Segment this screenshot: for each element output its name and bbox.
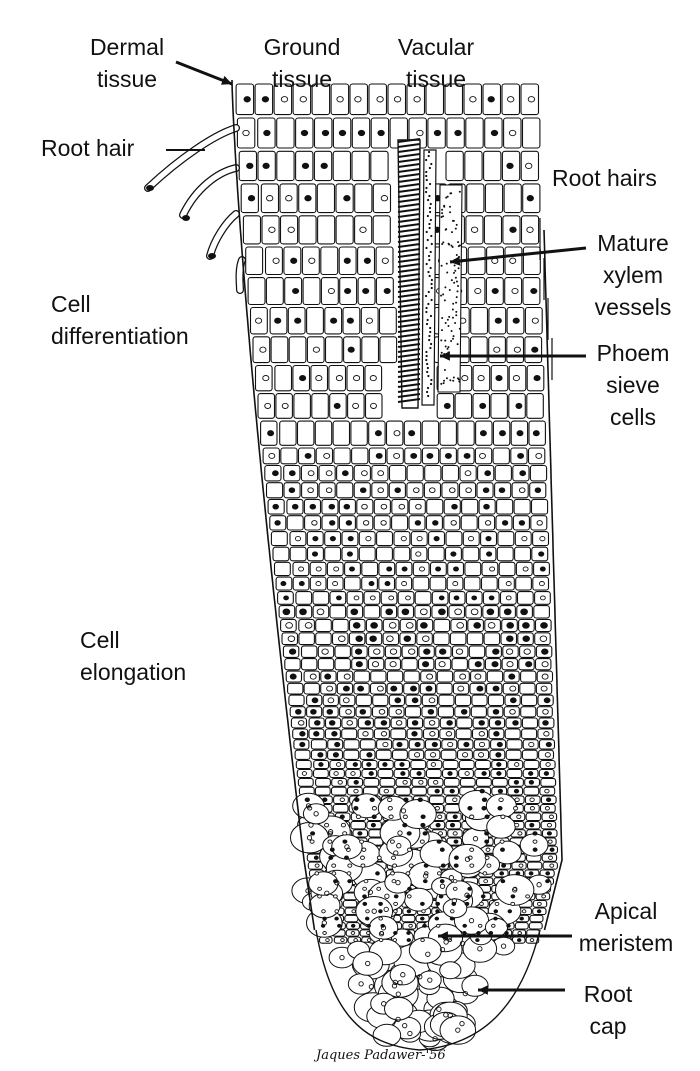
cell-nuclei [242,96,555,1042]
label-pointers [166,60,587,995]
label-root-hairs: Root hairs [552,165,657,191]
xylem-vessel-strand [397,138,437,409]
cell-grid [235,83,559,1052]
root-outline [231,79,563,1051]
phloem-strand [437,184,463,393]
artist-signature: Jaques Padawer-'56 [316,1048,446,1063]
label-root-hair: Root hair [41,135,135,161]
root-hair-cells [144,124,553,380]
